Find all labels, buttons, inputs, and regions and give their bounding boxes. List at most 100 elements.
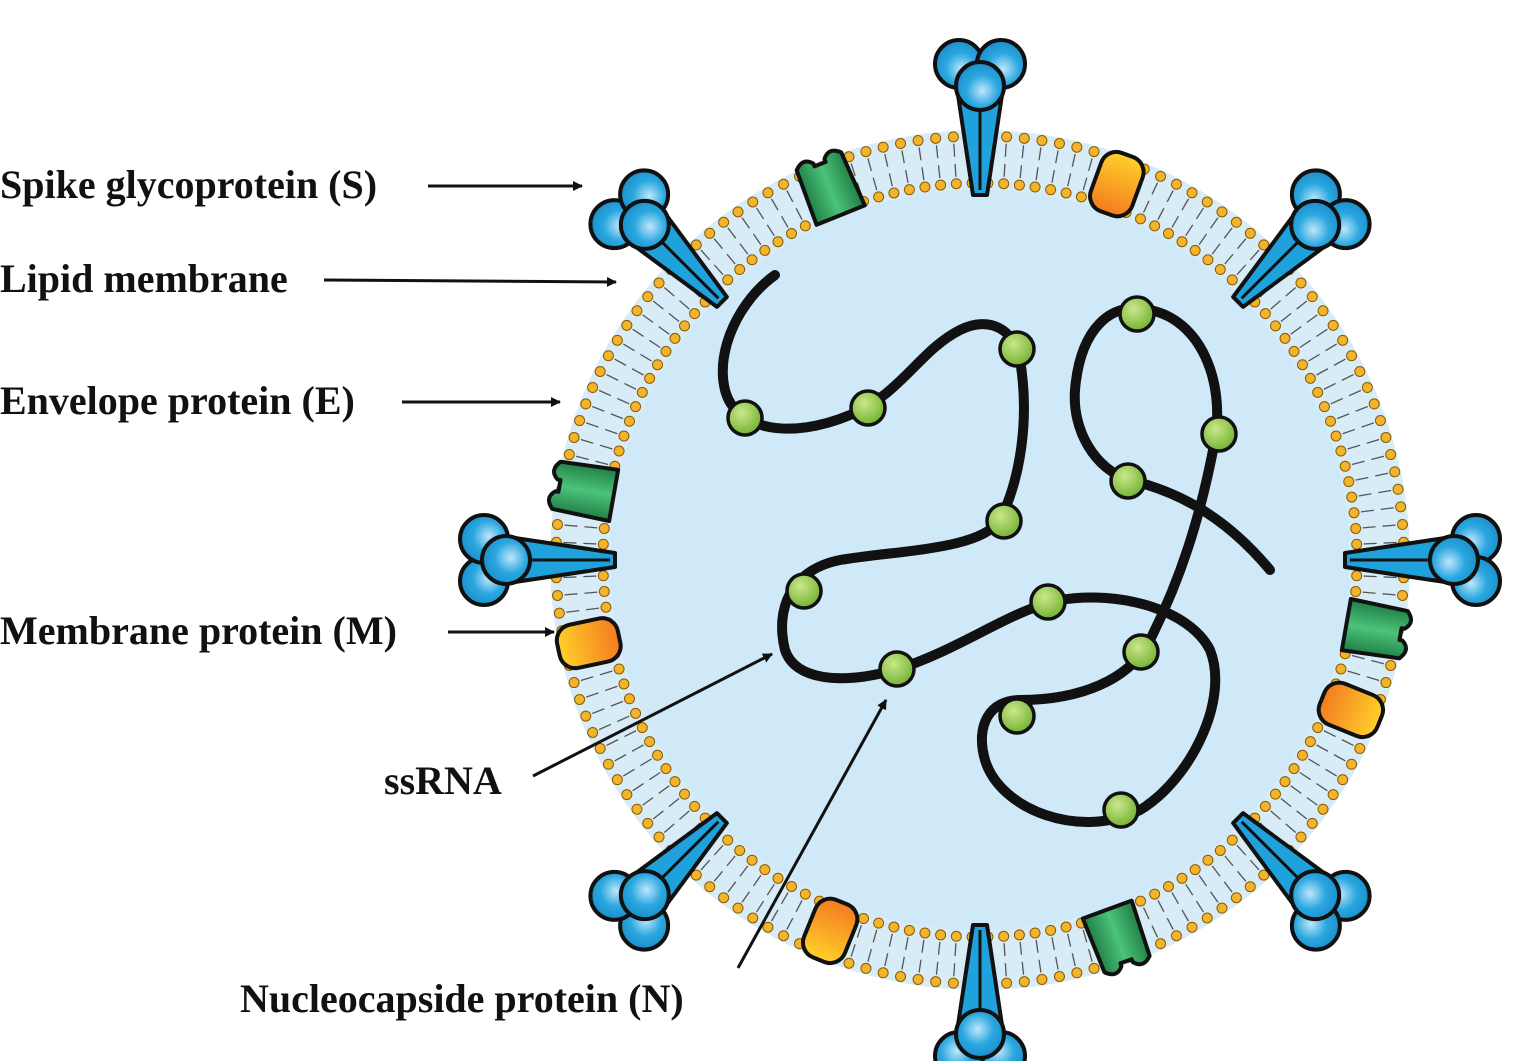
lipid-tail: [770, 909, 779, 922]
lipid-tail: [592, 708, 605, 715]
lipid-tail: [668, 312, 680, 322]
lipid-tail: [598, 389, 612, 397]
lipid-head: [1036, 135, 1048, 147]
lipid-head: [1304, 372, 1316, 384]
lipid-head: [689, 800, 701, 812]
lipid-head: [919, 927, 931, 939]
lipid-head: [553, 607, 565, 619]
spike-glycoprotein: [588, 811, 729, 952]
lipid-head: [877, 967, 889, 979]
lipid-tail: [1366, 438, 1380, 444]
lipid-head: [1155, 938, 1167, 950]
lipid-head: [1296, 359, 1308, 371]
surface-proteins: [458, 38, 1502, 1061]
lipid-tail: [786, 190, 794, 203]
lipid-head: [1295, 831, 1307, 843]
lipid-head: [1374, 415, 1386, 427]
lipid-head: [1053, 970, 1065, 982]
lipid-head: [660, 345, 672, 357]
lipid-tail: [850, 944, 856, 957]
lipid-tail: [1171, 215, 1180, 228]
lipid-tail: [586, 607, 600, 611]
lipid-tail: [1082, 929, 1088, 943]
lipid-head: [1351, 570, 1363, 582]
lipid-head: [1354, 365, 1366, 377]
lipid-head: [568, 677, 580, 689]
lipid-head: [1318, 401, 1330, 413]
envelope-protein: [1088, 149, 1146, 219]
lipid-head: [630, 707, 642, 719]
lipid-head: [1202, 854, 1214, 866]
lipid-tail: [648, 771, 661, 781]
lipid-tail: [631, 368, 644, 376]
lipid-tail: [658, 326, 670, 335]
lipid-head: [623, 693, 635, 705]
lipid-tail: [1151, 925, 1159, 938]
lipid-tail: [1363, 575, 1377, 578]
lipid-tail: [780, 892, 789, 905]
spike-glycoprotein: [458, 513, 617, 607]
lipid-tail: [1362, 591, 1376, 594]
lipid-head: [762, 187, 774, 199]
lipid-head: [1071, 967, 1083, 979]
lipid-tail: [1360, 509, 1374, 513]
lipid-head: [652, 749, 664, 761]
lipid-tail: [1171, 892, 1180, 905]
lipid-head: [1013, 179, 1025, 191]
lipid-tail: [1038, 147, 1042, 161]
lipid-head: [1337, 334, 1349, 346]
lipid-head: [1214, 844, 1226, 856]
lipid-tail: [599, 444, 613, 450]
lipid-tail: [1366, 676, 1380, 682]
lipid-head: [1288, 763, 1300, 775]
lipid-tail: [1383, 541, 1397, 544]
lipid-tail: [1088, 158, 1093, 172]
lipid-head: [1346, 491, 1358, 503]
lipid-head: [1036, 973, 1048, 985]
lipid-tail: [663, 287, 675, 297]
spike-glycoprotein: [933, 38, 1027, 197]
lipid-tail: [1325, 343, 1338, 352]
lipid-head: [903, 924, 915, 936]
lipid-tail: [700, 859, 711, 871]
lipid-head: [631, 305, 643, 317]
lipid-head: [947, 131, 959, 143]
lipid-head: [1330, 430, 1342, 442]
lipid-tail: [1296, 810, 1308, 820]
lipid-tail: [642, 796, 654, 806]
lipid-tail: [592, 405, 605, 412]
lipid-tail: [1323, 730, 1336, 738]
lipid-tail: [563, 541, 577, 544]
lipid-tail: [1347, 670, 1361, 676]
lipid-head: [877, 141, 889, 153]
lipid-head: [1088, 146, 1100, 158]
lipid-tail: [935, 145, 939, 159]
lipid-tail: [1249, 249, 1260, 261]
lipid-tail: [918, 959, 922, 973]
lipid-head: [642, 817, 654, 829]
lipid-tail: [1280, 312, 1292, 322]
lipid-head: [1380, 677, 1392, 689]
lipid-tail: [1071, 953, 1076, 967]
lipid-tail: [648, 339, 661, 349]
lipid-tail: [1035, 167, 1039, 181]
lipid-head: [580, 398, 592, 410]
envelope-body: [1316, 680, 1386, 740]
lipid-tail: [679, 300, 690, 310]
lipid-tail: [1157, 900, 1165, 913]
lipid-head: [1163, 228, 1174, 240]
lipid-tail: [1067, 933, 1072, 947]
lipid-tail: [1363, 542, 1377, 545]
lipid-tail: [766, 883, 775, 896]
lipid-head: [1288, 345, 1300, 357]
lipid-tail: [1285, 823, 1297, 833]
lipid-tail: [564, 524, 578, 527]
spike-glycoprotein: [588, 168, 729, 309]
lipid-tail: [739, 865, 749, 877]
lipid-head: [1343, 476, 1355, 488]
lipid-tail: [1270, 810, 1281, 820]
lipid-head: [1335, 445, 1347, 457]
lipid-head: [689, 308, 701, 320]
spike-glycoprotein: [1343, 513, 1502, 607]
lipid-head: [1346, 350, 1358, 362]
